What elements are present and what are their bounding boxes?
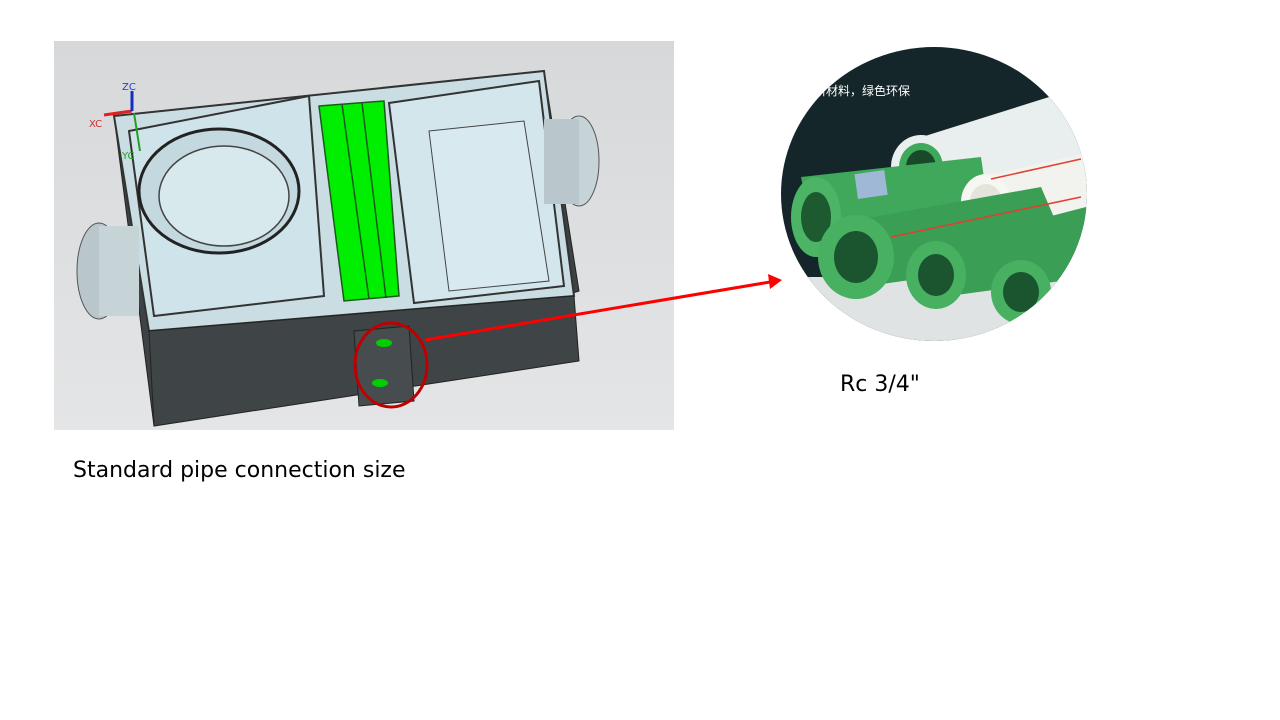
- caption-thread-size: Rc 3/4": [840, 372, 920, 397]
- ppr-pipe-photo: 新材料，绿色环保: [781, 47, 1087, 341]
- caption-pipe-connection: Standard pipe connection size: [73, 458, 406, 483]
- cad-model-image: XC ZC YC: [54, 41, 674, 430]
- axis-label-x: XC: [89, 119, 102, 130]
- axis-label-z: ZC: [122, 82, 136, 93]
- axis-label-y: YC: [121, 151, 135, 162]
- photo-slogan: 新材料，绿色环保: [814, 83, 910, 98]
